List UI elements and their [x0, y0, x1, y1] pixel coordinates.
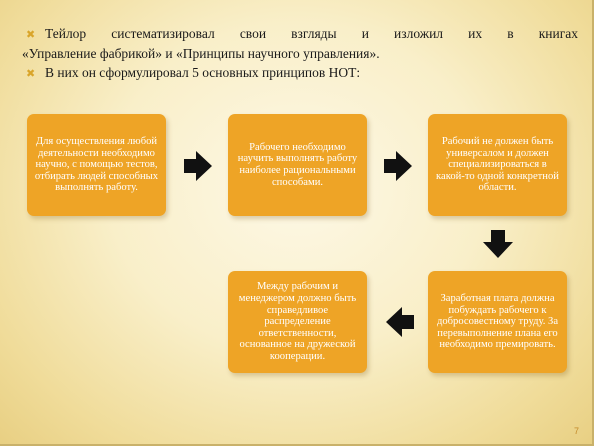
bullet-item-1-line-1: Тейлор систематизировал свои взгляды и и… — [45, 26, 578, 41]
arrow-left-icon — [386, 307, 414, 337]
bullet-item-1-line-2: «Управление фабрикой» и «Принципы научно… — [22, 46, 380, 61]
bullet-item-2: ✖ В них он сформулировал 5 основных принц… — [22, 64, 578, 82]
principle-text-5: Между рабочим и менеджером должно быть с… — [238, 281, 357, 362]
x-bullet-icon: ✖ — [26, 67, 36, 80]
arrow-right-icon — [184, 151, 212, 181]
principle-box-2: Рабочего необходимо научить выполнять ра… — [228, 114, 367, 216]
page-number: 7 — [573, 426, 579, 436]
bullet-item-1: ✖ Тейлор систематизировал свои взгляды и … — [22, 25, 578, 43]
principle-box-1: Для осуществления любой деятельности нео… — [27, 114, 166, 216]
bullet-item-2-text: В них он сформулировал 5 основных принци… — [45, 65, 361, 80]
principle-text-1: Для осуществления любой деятельности нео… — [34, 136, 159, 194]
arrow-down-icon — [483, 230, 513, 258]
bullet-item-1-continued: «Управление фабрикой» и «Принципы научно… — [22, 45, 578, 62]
principle-box-4: Заработная плата должна побуждать рабоче… — [428, 271, 567, 373]
principle-text-3: Рабочий не должен быть универсалом и дол… — [436, 136, 559, 194]
x-bullet-icon: ✖ — [26, 28, 36, 41]
principle-text-2: Рабочего необходимо научить выполнять ра… — [237, 141, 358, 188]
principle-text-4: Заработная плата должна побуждать рабоче… — [436, 293, 559, 351]
principle-box-3: Рабочий не должен быть универсалом и дол… — [428, 114, 567, 216]
principle-box-5: Между рабочим и менеджером должно быть с… — [228, 271, 367, 373]
arrow-right-icon — [384, 151, 412, 181]
bullet-list: ✖ Тейлор систематизировал свои взгляды и … — [22, 25, 578, 84]
